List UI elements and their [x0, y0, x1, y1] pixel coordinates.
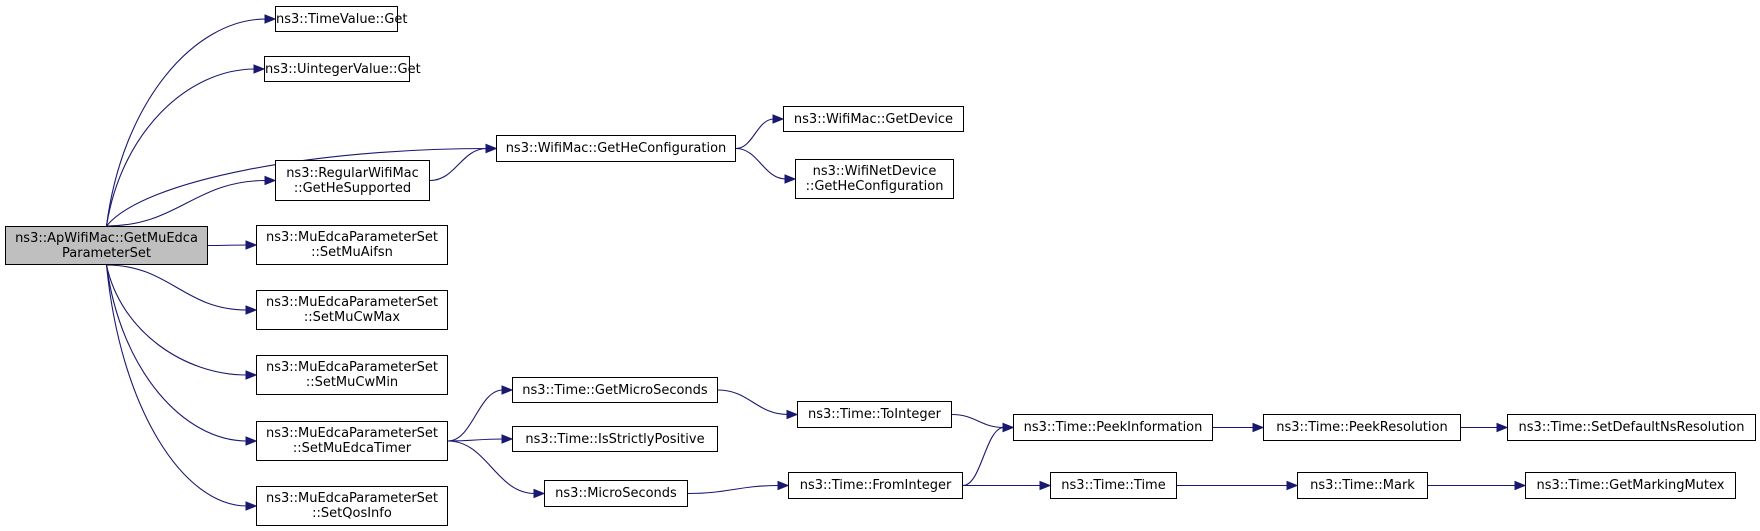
node-wifinetdevice-gethecfg[interactable]: ns3::WifiNetDevice::GetHeConfiguration — [795, 159, 954, 199]
node-time-getmarkingmutex[interactable]: ns3::Time::GetMarkingMutex — [1525, 472, 1736, 499]
node-label-line: ns3::Time::PeekInformation — [1023, 420, 1203, 435]
node-time-getmicroseconds[interactable]: ns3::Time::GetMicroSeconds — [512, 377, 718, 403]
node-label-line: ::GetHeConfiguration — [805, 179, 944, 194]
node-label-line: ns3::Time::FromInteger — [799, 478, 952, 493]
node-label-line: ns3::Time::ToInteger — [807, 407, 942, 422]
node-label-line: ns3::MuEdcaParameterSet — [265, 295, 439, 310]
node-label-line: ns3::MuEdcaParameterSet — [265, 360, 439, 375]
edge-arrowhead — [1002, 422, 1015, 433]
edge-arrowhead — [1514, 480, 1527, 491]
edge-microseconds-to-time-frominteger — [687, 484, 780, 495]
node-label-line: ns3::Time::GetMicroSeconds — [522, 382, 708, 398]
edge-arrowhead — [245, 305, 258, 315]
node-setqosinfo[interactable]: ns3::MuEdcaParameterSet::SetQosInfo — [256, 486, 448, 526]
edge-root-to-regularwifimac-gethesupported — [106, 179, 267, 227]
edge-root-to-timevalue-get — [105, 18, 267, 227]
node-label-line: ns3::Time::PeekResolution — [1276, 420, 1448, 435]
node-label-line: ns3::WifiMac::GetDevice — [793, 111, 954, 127]
node-time-setdefaultnsresolution[interactable]: ns3::Time::SetDefaultNsResolution — [1507, 414, 1756, 441]
edge-arrowhead — [485, 143, 498, 154]
node-label-line: ns3::MuEdcaParameterSet — [265, 426, 439, 441]
node-setmuedcatimer[interactable]: ns3::MuEdcaParameterSet::SetMuEdcaTimer — [256, 421, 448, 461]
node-label-line: ns3::Time::IsStrictlyPositive — [525, 431, 705, 447]
node-wifimac-gethecfg[interactable]: ns3::WifiMac::GetHeConfiguration — [496, 135, 736, 162]
edge-arrowhead — [1286, 480, 1299, 491]
edge-wifimac-gethecfg-to-wifimac-getdevice — [735, 118, 775, 150]
edge-time-getmicroseconds-to-time-tointeger — [717, 389, 789, 416]
node-time-time[interactable]: ns3::Time::Time — [1050, 472, 1177, 499]
edge-root-to-setmucwmax — [106, 264, 248, 311]
node-time-tointeger[interactable]: ns3::Time::ToInteger — [797, 401, 952, 428]
node-label-line: ::SetQosInfo — [312, 506, 392, 521]
edge-root-to-setmucwmin — [105, 264, 248, 376]
edge-arrowhead — [264, 14, 277, 24]
edge-arrowhead — [245, 501, 258, 511]
node-setmuaifsn[interactable]: ns3::MuEdcaParameterSet::SetMuAifsn — [256, 225, 448, 265]
node-time-isstrictlypositive[interactable]: ns3::Time::IsStrictlyPositive — [512, 426, 718, 452]
node-label-line: ns3::Time::SetDefaultNsResolution — [1518, 420, 1745, 435]
node-timevalue-get[interactable]: ns3::TimeValue::Get — [275, 6, 408, 32]
node-uintegervalue-get[interactable]: ns3::UintegerValue::Get — [264, 56, 421, 82]
edge-root-to-setqosinfo — [105, 264, 248, 507]
edge-arrowhead — [784, 174, 797, 184]
node-regularwifimac-gethesupported[interactable]: ns3::RegularWifiMac::GetHeSupported — [275, 160, 430, 201]
edge-arrowhead — [501, 434, 514, 444]
edge-arrowhead — [1039, 480, 1052, 491]
edge-root-to-wifimac-gethecfg — [106, 147, 488, 227]
node-label-line: ::SetMuEdcaTimer — [292, 441, 412, 456]
node-label-line: ns3::TimeValue::Get — [276, 11, 408, 27]
node-label-line: ns3::Time::GetMarkingMutex — [1536, 478, 1725, 493]
edge-arrowhead — [264, 175, 277, 186]
edge-arrowhead — [1496, 422, 1509, 433]
edge-arrowhead — [1252, 422, 1265, 433]
edge-arrowhead — [245, 240, 258, 250]
edge-root-to-setmuedcatimer — [105, 264, 248, 442]
edge-time-tointeger-to-time-peekinformation — [951, 413, 1005, 429]
node-label-line: ::SetMuCwMin — [305, 375, 399, 390]
edge-arrowhead — [245, 370, 258, 380]
edge-setmuedcatimer-to-time-getmicroseconds — [447, 389, 504, 442]
node-time-frominteger[interactable]: ns3::Time::FromInteger — [788, 472, 963, 499]
node-time-mark[interactable]: ns3::Time::Mark — [1297, 472, 1428, 499]
node-label-line: ns3::Time::Time — [1061, 478, 1166, 493]
node-label-line: ns3::WifiMac::GetHeConfiguration — [505, 141, 727, 156]
node-setmucwmax[interactable]: ns3::MuEdcaParameterSet::SetMuCwMax — [256, 290, 448, 330]
node-label-line: ns3::ApWifiMac::GetMuEdca — [15, 230, 198, 246]
node-label-line: ns3::MicroSeconds — [555, 486, 677, 501]
edge-arrowhead — [501, 385, 514, 395]
edge-root-to-uintegervalue-get — [105, 68, 256, 227]
node-wifimac-getdevice[interactable]: ns3::WifiMac::GetDevice — [783, 106, 964, 132]
edge-time-frominteger-to-time-peekinformation — [962, 426, 1005, 487]
node-label-line: ns3::MuEdcaParameterSet — [265, 491, 439, 506]
node-time-peekinformation[interactable]: ns3::Time::PeekInformation — [1013, 414, 1213, 441]
node-label-line: ns3::UintegerValue::Get — [265, 61, 421, 77]
edge-arrowhead — [253, 64, 266, 74]
node-label-line: ns3::WifiNetDevice — [812, 164, 937, 179]
node-microseconds[interactable]: ns3::MicroSeconds — [544, 480, 688, 507]
edge-arrowhead — [777, 480, 790, 491]
node-label-line: ns3::MuEdcaParameterSet — [265, 230, 439, 245]
node-time-peekresolution[interactable]: ns3::Time::PeekResolution — [1263, 414, 1461, 441]
edge-arrowhead — [786, 409, 799, 420]
node-label-line: ::SetMuAifsn — [311, 245, 393, 260]
node-label-line: ::GetHeSupported — [293, 180, 412, 196]
edge-arrowhead — [533, 488, 546, 499]
edge-arrowhead — [245, 436, 258, 446]
edge-root-to-setmuaifsn — [207, 244, 248, 247]
edge-regularwifimac-gethesupported-to-wifimac-gethecfg — [429, 147, 488, 182]
node-label-line: ::SetMuCwMax — [303, 310, 401, 325]
edge-wifimac-gethecfg-to-wifinetdevice-gethecfg — [735, 147, 787, 180]
edge-setmuedcatimer-to-microseconds — [447, 440, 536, 495]
node-label-line: ns3::RegularWifiMac — [286, 165, 419, 181]
node-label-line: ParameterSet — [62, 245, 151, 261]
node-label-line: ns3::Time::Mark — [1310, 478, 1415, 493]
node-setmucwmin[interactable]: ns3::MuEdcaParameterSet::SetMuCwMin — [256, 355, 448, 395]
edge-arrowhead — [772, 114, 785, 124]
